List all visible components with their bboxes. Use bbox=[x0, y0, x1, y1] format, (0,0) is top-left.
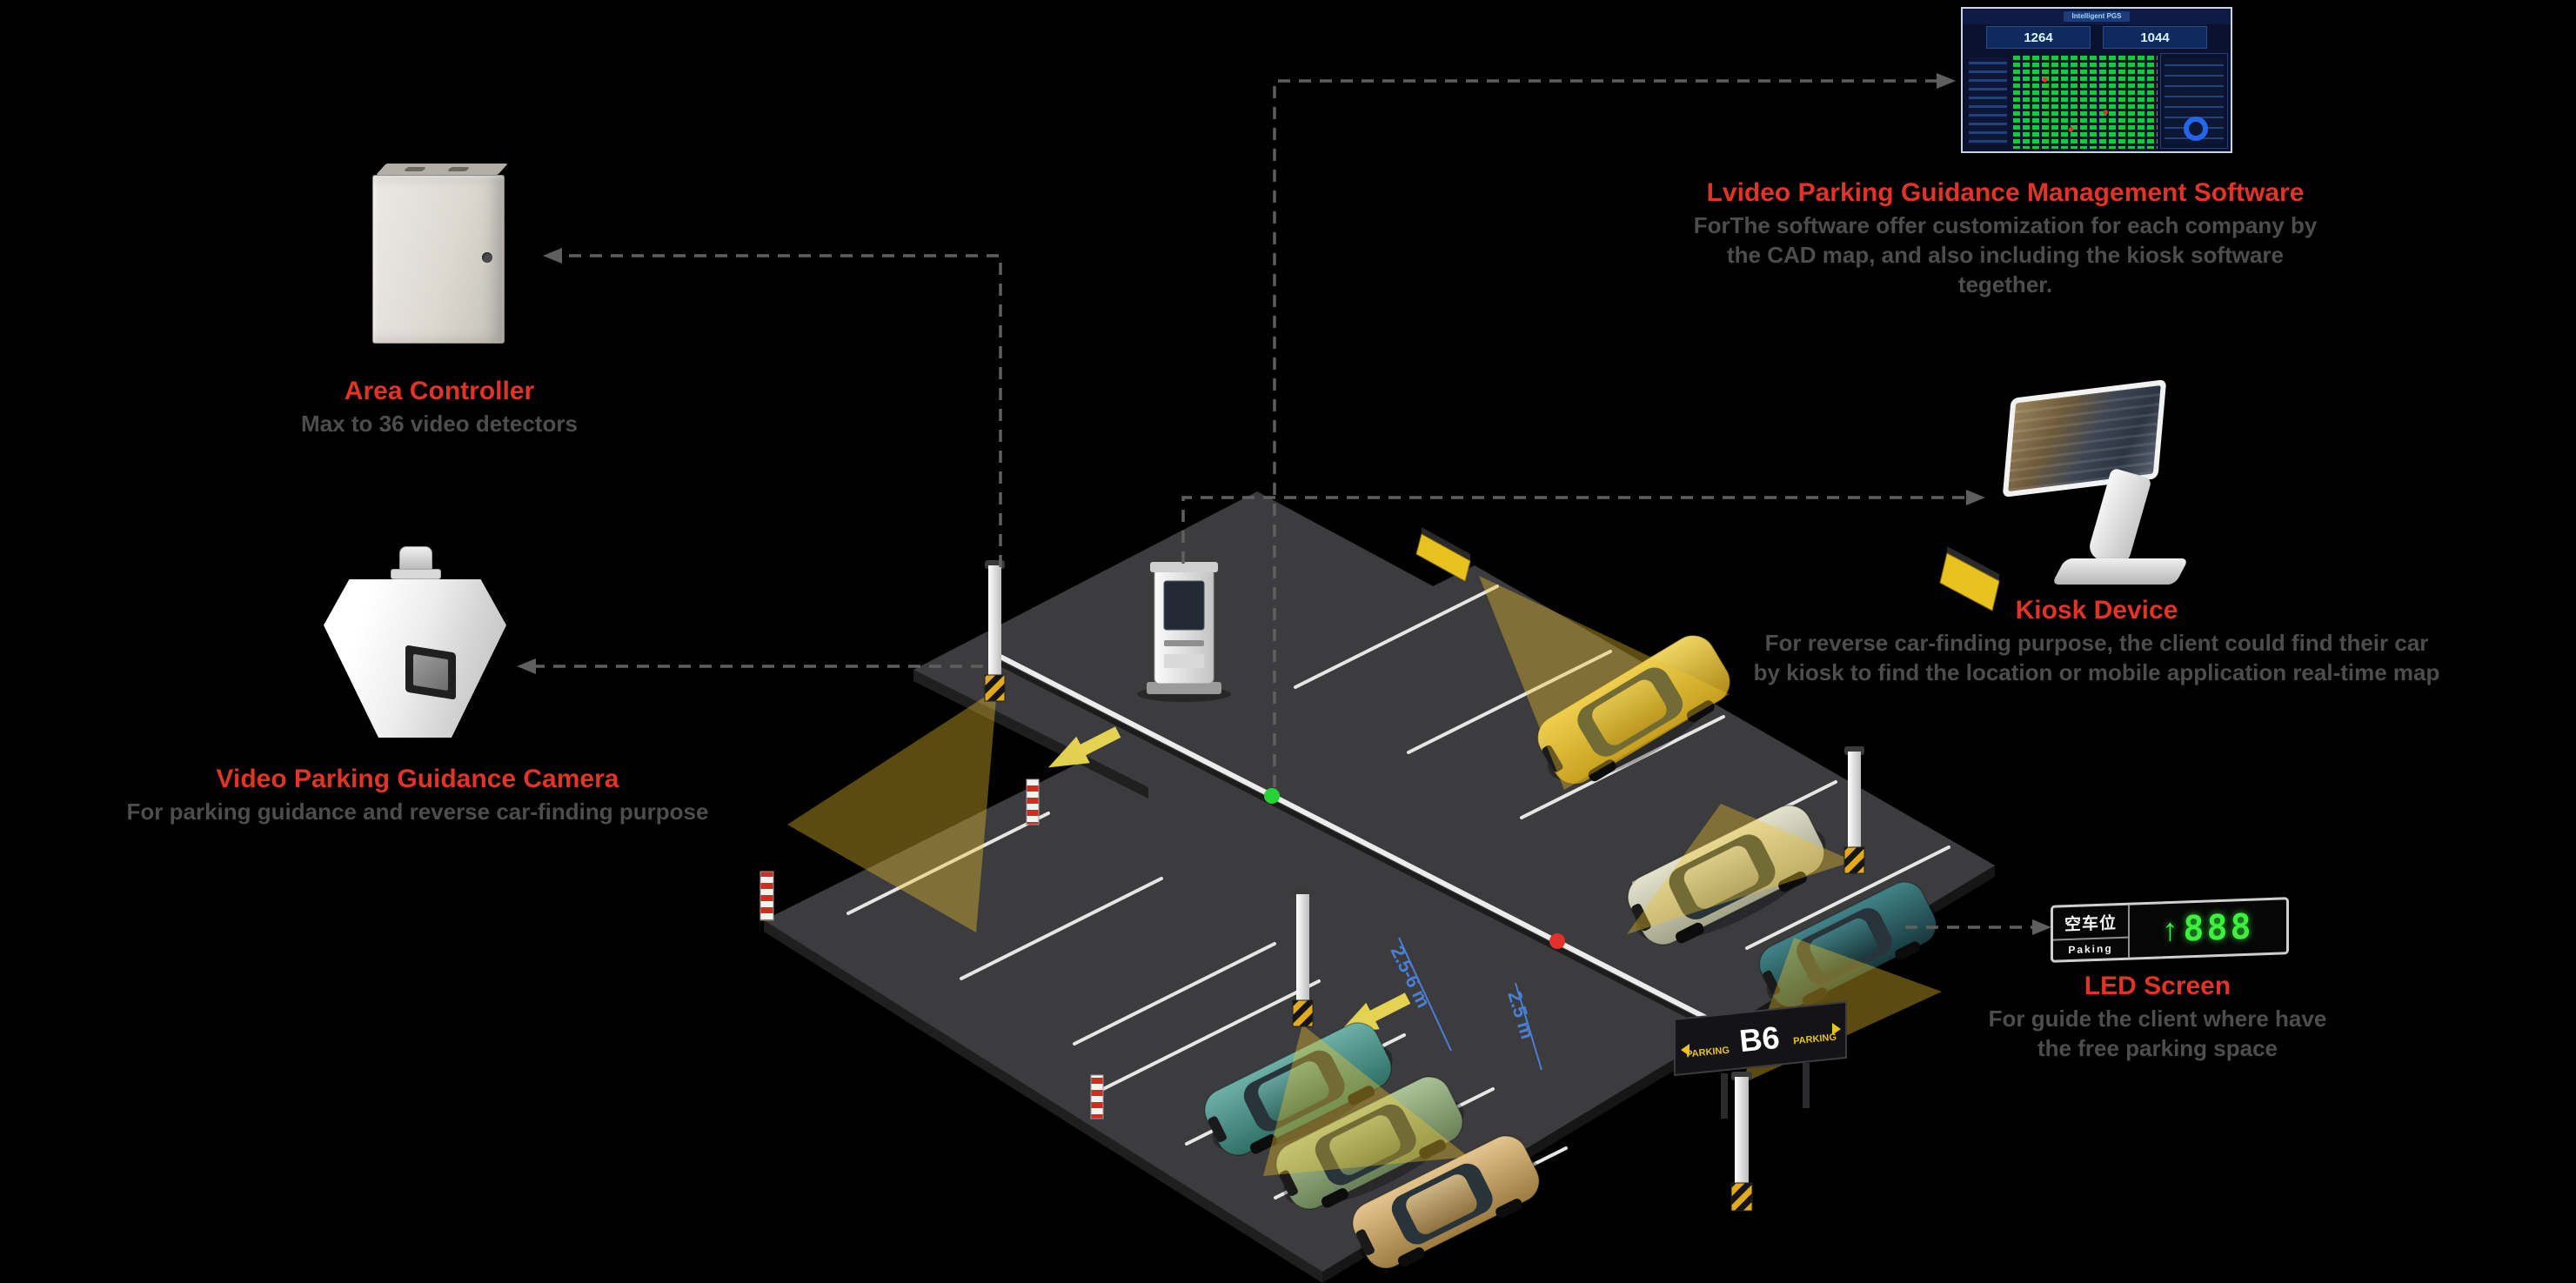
sign-parking-left-text: PARKING bbox=[1686, 1046, 1730, 1060]
dashboard-right-panel bbox=[2160, 53, 2228, 149]
dashboard-parking-map bbox=[2013, 53, 2158, 149]
led-screen-device: 空车位 Paking ↑ 888 bbox=[2051, 897, 2289, 963]
connector-to-software bbox=[1273, 79, 1937, 787]
led-title: LED Screen bbox=[2084, 972, 2231, 1000]
detector-pole-3 bbox=[1843, 746, 1865, 874]
camera-desc: For parking guidance and reverse car-fin… bbox=[126, 799, 709, 825]
connector-arrows bbox=[536, 79, 2032, 929]
led-english-text: Paking bbox=[2068, 942, 2113, 957]
car-green-sedan bbox=[1275, 1076, 1464, 1210]
led-desc-line2: the free parking space bbox=[2037, 1035, 2278, 1061]
car-teal-suv bbox=[1758, 881, 1937, 1008]
connector-to-kiosk bbox=[1181, 496, 1966, 564]
dashboard-stat-free: 1044 bbox=[2103, 26, 2207, 49]
camera-lens bbox=[413, 653, 448, 692]
led-count-value: 888 bbox=[2183, 906, 2254, 950]
car-tan-sedan bbox=[1352, 1135, 1541, 1269]
camera-device bbox=[324, 546, 506, 753]
detector-pole-4 bbox=[1730, 1072, 1753, 1212]
led-label: LED Screen For guide the client where ha… bbox=[1940, 969, 2375, 1063]
dashboard-title: Intelligent PGS bbox=[2063, 11, 2131, 22]
camera-lens-window bbox=[405, 645, 456, 700]
camera-body bbox=[324, 579, 506, 738]
area-controller-label: Area Controller Max to 36 video detector… bbox=[200, 374, 679, 438]
car-silver bbox=[1627, 805, 1826, 946]
vent-slot bbox=[446, 167, 471, 171]
camera-title: Video Parking Guidance Camera bbox=[216, 765, 619, 793]
b6-zone-sign: PARKING B6 PARKING bbox=[1674, 1000, 1847, 1119]
lock-icon bbox=[482, 252, 492, 263]
area-controller-cabinet bbox=[372, 175, 505, 344]
detector-pole-1 bbox=[984, 560, 1006, 702]
donut-chart bbox=[2184, 117, 2208, 141]
dashboard-left-panel bbox=[1965, 53, 2011, 149]
sign-parking-right-text: PARKING bbox=[1793, 1032, 1837, 1047]
camera-mount-plate bbox=[391, 569, 441, 579]
entrance-station-screen bbox=[1163, 580, 1205, 631]
camera-mount-knob bbox=[399, 546, 432, 571]
entrance-pad-edge bbox=[913, 670, 1148, 799]
led-count-cell: ↑ 888 bbox=[2130, 899, 2286, 957]
kiosk-label: Kiosk Device For reverse car-finding pur… bbox=[1618, 593, 2575, 687]
dashboard-stat-total: 1264 bbox=[1986, 26, 2091, 49]
sensor-rail bbox=[999, 654, 1742, 1045]
led-up-arrow-icon: ↑ bbox=[2162, 911, 2178, 948]
kiosk-desc-line1: For reverse car-finding purpose, the cli… bbox=[1764, 630, 2429, 656]
led-desc-line1: For guide the client where have bbox=[1988, 1006, 2327, 1032]
indicator-green-light bbox=[1264, 788, 1280, 804]
dashboard-header: Intelligent PGS bbox=[1963, 9, 2231, 24]
detector-poles bbox=[984, 560, 1865, 1212]
camera-label: Video Parking Guidance Camera For parkin… bbox=[0, 762, 835, 826]
kiosk-base bbox=[2051, 558, 2189, 585]
area-controller-title: Area Controller bbox=[344, 377, 535, 405]
vent-slot bbox=[403, 167, 427, 171]
indicator-red-light bbox=[1549, 933, 1565, 949]
led-label-cell: 空车位 Paking bbox=[2053, 905, 2130, 960]
dashboard-body bbox=[1963, 50, 2231, 151]
software-title: Lvideo Parking Guidance Management Softw… bbox=[1706, 178, 2305, 207]
car-yellow-sports bbox=[1536, 634, 1731, 785]
area-controller-device bbox=[372, 164, 510, 344]
led-chinese-text: 空车位 bbox=[2053, 905, 2128, 941]
connector-arrowheads bbox=[517, 73, 2051, 935]
dashboard-stats: 1264 1044 bbox=[1963, 24, 2231, 50]
software-desc-line1: ForThe software offer customization for … bbox=[1693, 212, 2318, 238]
camera-detection-cones bbox=[787, 576, 1942, 1176]
area-controller-top-face bbox=[376, 164, 508, 175]
sign-b6-text: B6 bbox=[1737, 1019, 1781, 1059]
kiosk-desc-line2: by kiosk to find the location or mobile … bbox=[1753, 659, 2440, 685]
edge-led-signs bbox=[1415, 527, 2000, 611]
striped-bollards bbox=[759, 778, 1104, 1119]
software-desc-line2: the CAD map, and also including the kios… bbox=[1727, 242, 2284, 297]
software-screenshot: Intelligent PGS 1264 1044 bbox=[1961, 7, 2232, 153]
car-teal-hatch bbox=[1204, 1022, 1393, 1156]
detector-pole-2 bbox=[1292, 889, 1314, 1027]
kiosk-device bbox=[1994, 378, 2196, 591]
area-controller-desc: Max to 36 video detectors bbox=[301, 411, 578, 437]
kiosk-title: Kiosk Device bbox=[2015, 596, 2178, 625]
entrance-station bbox=[1137, 562, 1231, 702]
software-label: Lvideo Parking Guidance Management Softw… bbox=[1692, 176, 2318, 299]
